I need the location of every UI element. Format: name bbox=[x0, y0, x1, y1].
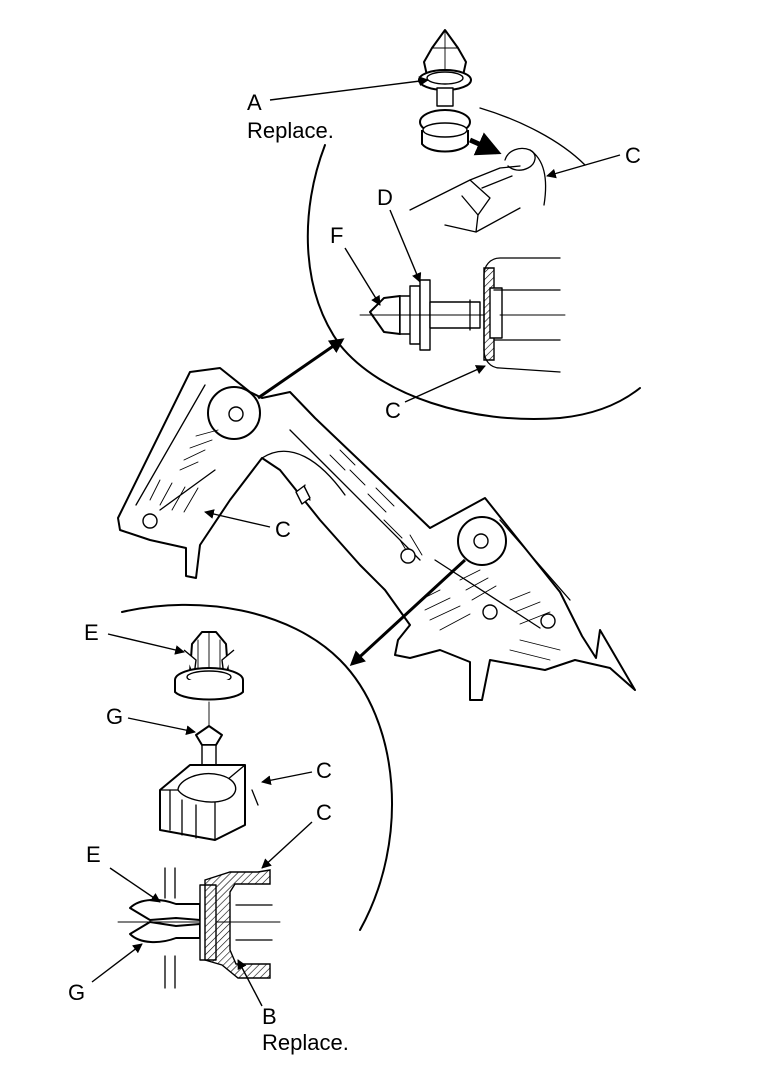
pillar-trim-panel bbox=[117, 367, 636, 701]
upper-trim-hole bbox=[409, 107, 586, 233]
label-g-upper: G bbox=[106, 704, 123, 729]
label-c-bracket: C bbox=[316, 758, 332, 783]
label-c-trim: C bbox=[275, 517, 291, 542]
install-direction-arrow bbox=[468, 132, 502, 156]
label-c-section: C bbox=[385, 398, 401, 423]
trim-clip-bosses bbox=[142, 406, 556, 629]
lower-section-view bbox=[117, 867, 281, 989]
label-c-lower-section: C bbox=[316, 800, 332, 825]
upper-detail-bubble bbox=[306, 144, 641, 420]
label-e-lower: E bbox=[86, 842, 101, 867]
leader-lines bbox=[91, 76, 621, 1007]
label-f: F bbox=[330, 223, 343, 248]
label-g-lower: G bbox=[68, 980, 85, 1005]
clip-a-drawing bbox=[418, 29, 472, 153]
label-a-note: Replace. bbox=[247, 118, 334, 143]
lower-detail-bubble bbox=[121, 603, 393, 931]
clip-e-drawing bbox=[174, 631, 244, 729]
label-d: D bbox=[377, 185, 393, 210]
upper-section-view bbox=[359, 257, 566, 373]
label-a: A bbox=[247, 90, 262, 115]
label-b: B bbox=[262, 1004, 277, 1029]
upper-detail-pointer bbox=[257, 338, 345, 400]
callout-labels: A Replace. C D F C C E G C C E G B Repla… bbox=[68, 90, 641, 1055]
label-c-upper-right: C bbox=[625, 143, 641, 168]
label-b-note: Replace. bbox=[262, 1030, 349, 1055]
lower-clip-location-circle bbox=[457, 516, 507, 566]
label-e-upper: E bbox=[84, 620, 99, 645]
upper-clip-location-circle bbox=[207, 386, 261, 440]
lower-detail-pointer bbox=[349, 558, 467, 667]
pin-g-and-bracket-drawing bbox=[159, 725, 259, 841]
